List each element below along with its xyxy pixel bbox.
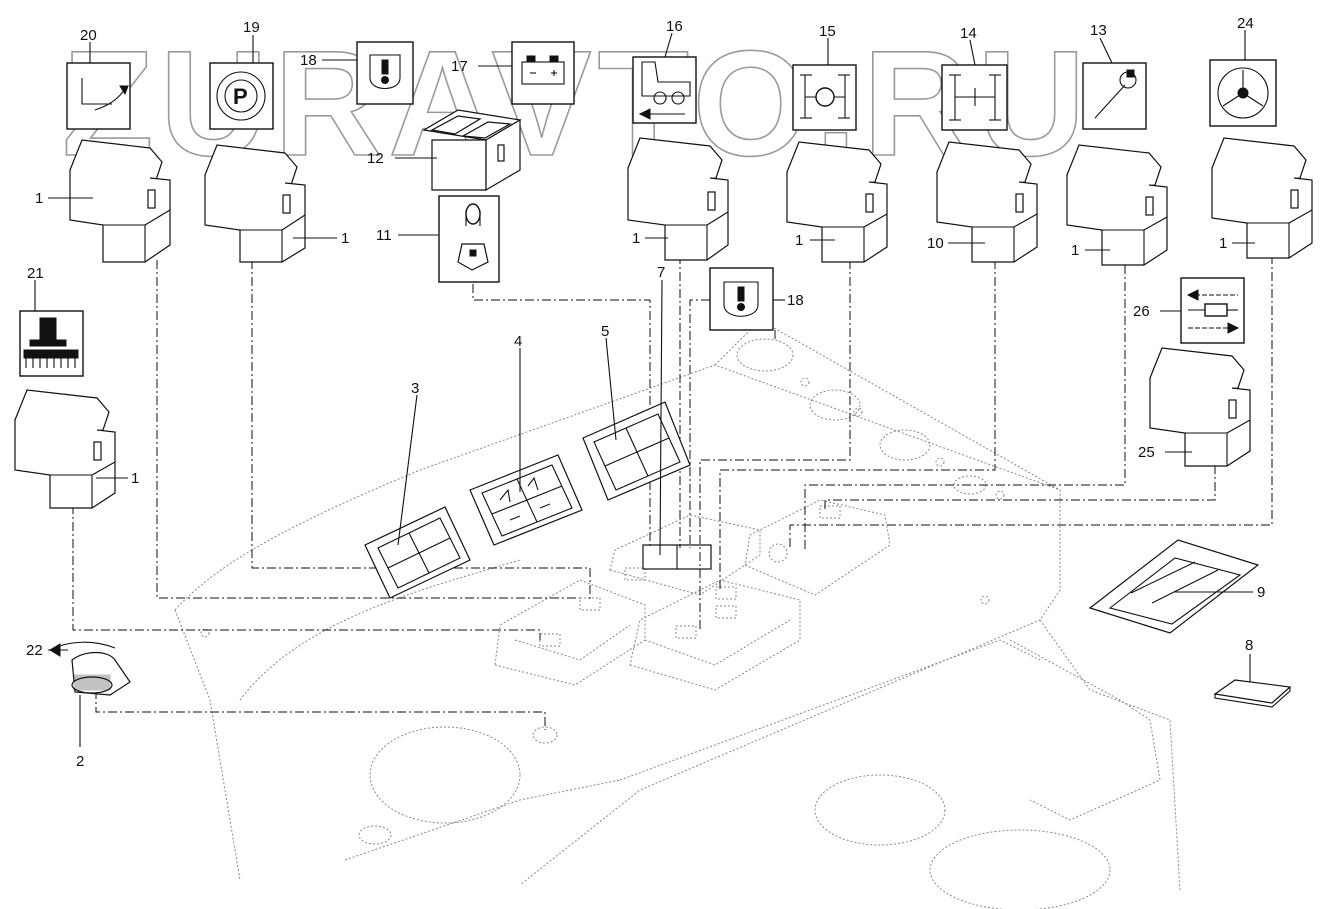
- indicator-panel: [582, 401, 691, 501]
- callout-1: 1: [35, 190, 43, 207]
- callout-1: 1: [131, 470, 139, 487]
- warning-lamp-icon: [356, 41, 414, 105]
- blank-frame-part: [422, 109, 522, 192]
- callout-labels: 1 1 1 1 1 1 1 2 3 4 5 7 8 9 10 11 12 13 …: [26, 15, 1265, 770]
- callout-14: 14: [960, 25, 977, 42]
- callout-15: 15: [819, 23, 836, 40]
- callout-1: 1: [632, 230, 640, 247]
- callout-19: 19: [243, 19, 260, 36]
- callout-21: 21: [27, 265, 44, 282]
- callout-1: 1: [1219, 235, 1227, 252]
- callout-26: 26: [1133, 303, 1150, 320]
- indicator-panel: [364, 506, 471, 599]
- rocker-switch: [69, 139, 171, 263]
- callout-22: 22: [26, 642, 43, 659]
- bulb-relay-icon: [438, 195, 500, 283]
- hitch-lift-icon: [66, 62, 131, 130]
- rocker-switch: [627, 137, 729, 261]
- callout-16: 16: [666, 18, 683, 35]
- differential-lock-icon: [792, 64, 857, 131]
- callout-12: 12: [367, 150, 384, 167]
- callout-7: 7: [657, 264, 665, 281]
- rocker-switch: [1066, 144, 1168, 266]
- callout-13: 13: [1090, 22, 1107, 39]
- rocker-switch: [1149, 347, 1251, 467]
- callout-8: 8: [1245, 637, 1253, 654]
- callout-11: 11: [376, 227, 392, 244]
- callout-24: 24: [1237, 15, 1254, 32]
- callout-17: 17: [451, 58, 468, 75]
- rocker-switch: [786, 141, 888, 263]
- pad-part: [1213, 679, 1292, 708]
- tractor-reverse-icon: [632, 56, 697, 124]
- callout-18: 18: [300, 52, 317, 69]
- console-body: [174, 319, 1181, 909]
- callout-1: 1: [1071, 242, 1079, 259]
- four-wheel-drive-icon: [941, 64, 1008, 131]
- callout-3: 3: [411, 380, 419, 397]
- callout-2: 2: [76, 753, 84, 770]
- rocker-switch: [936, 141, 1038, 263]
- battery-icon: [511, 41, 575, 105]
- leader-lines: [72, 255, 1273, 730]
- implement-icon: [19, 310, 84, 377]
- rotary-knob: [49, 641, 131, 696]
- wrench-icon: [1082, 62, 1147, 130]
- callout-9: 9: [1257, 584, 1265, 601]
- callout-10: 10: [927, 235, 944, 252]
- steering-wheel-icon: [1209, 59, 1277, 127]
- callout-1: 1: [795, 232, 803, 249]
- callout-25: 25: [1138, 444, 1155, 461]
- callout-leaders: [34, 30, 1255, 747]
- rocker-switch: [204, 144, 306, 263]
- callout-4: 4: [514, 333, 522, 350]
- parking-brake-icon: P: [209, 62, 274, 130]
- cylinder-extend-retract-icon: [1180, 277, 1245, 344]
- svg-text:P: P: [233, 84, 248, 109]
- callout-5: 5: [601, 323, 609, 340]
- callout-20: 20: [80, 27, 97, 44]
- callout-18: 18: [787, 292, 804, 309]
- rocker-switch: [14, 389, 116, 509]
- warning-lamp-icon: [709, 267, 774, 331]
- triple-frame: [1088, 539, 1260, 634]
- indicator-panel: [469, 454, 583, 546]
- rocker-switch: [1211, 137, 1313, 259]
- callout-1: 1: [341, 230, 349, 247]
